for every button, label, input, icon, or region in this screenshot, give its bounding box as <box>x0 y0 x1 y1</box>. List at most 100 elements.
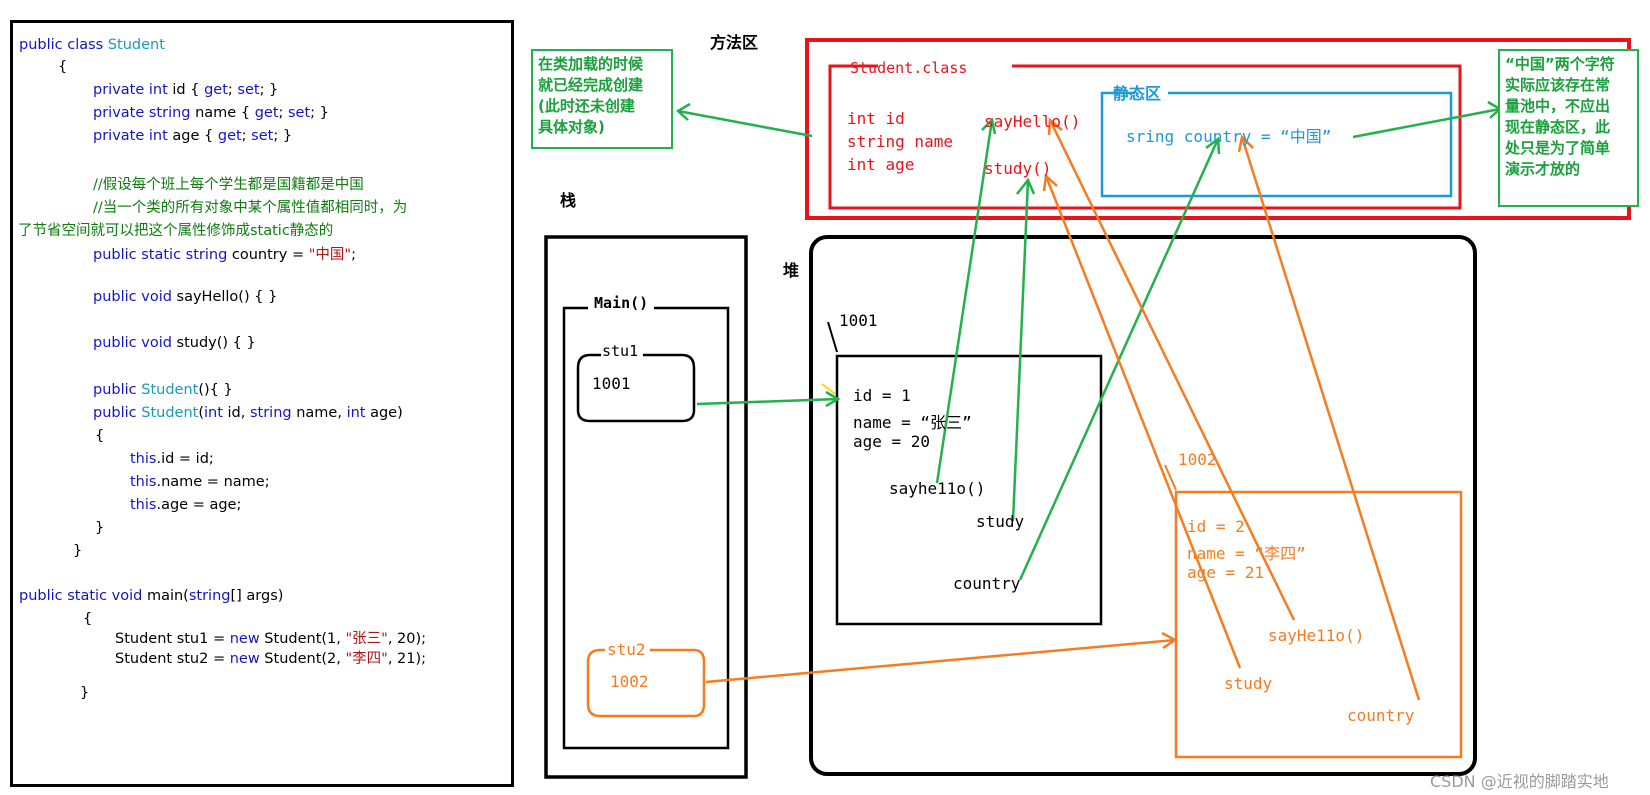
student-class-box <box>828 64 1462 210</box>
method-sayhello: sayHello() <box>984 112 1081 131</box>
arrowhead-class-note <box>675 102 691 121</box>
code-token: public void <box>93 289 177 305</box>
code-line: { <box>95 428 104 444</box>
code-token: get <box>204 82 228 98</box>
arrow-class-to-note <box>677 109 813 138</box>
object2-field-name: name = “李四” <box>1187 544 1306 563</box>
code-token: } <box>73 543 83 559</box>
code-line: public void sayHello() { } <box>93 289 277 305</box>
object1-study: study <box>976 512 1025 531</box>
code-token: //假设每个班上每个学生都是国籍都是中国 <box>93 177 364 193</box>
code-token: } <box>95 520 105 536</box>
object1-sayhello: sayhe11o() <box>889 479 986 498</box>
arrow-obj1-sayhello <box>935 119 994 484</box>
code-token: Student stu1 = <box>115 631 230 647</box>
code-token: , 21); <box>387 651 427 667</box>
code-token: this <box>130 451 157 467</box>
code-line: } <box>95 520 104 536</box>
code-token: "中国" <box>308 247 352 263</box>
arrowhead-obj2-country <box>1237 134 1254 153</box>
code-token: { <box>58 59 68 75</box>
note-line: 现在静态区，此 <box>1505 118 1611 136</box>
stu2-box <box>586 648 706 718</box>
code-token: id { <box>172 82 205 98</box>
object2-addr-tick <box>1164 464 1177 491</box>
green-arrows <box>675 100 1503 581</box>
code-token: int <box>346 405 366 421</box>
code-token: , 20); <box>387 631 427 647</box>
object2-field-id: id = 2 <box>1187 517 1245 536</box>
method-study: study() <box>984 159 1052 178</box>
code-line: //当一个类的所有对象中某个属性值都相同时，为 <box>93 196 407 217</box>
code-line: //假设每个班上每个学生都是国籍都是中国 <box>93 173 364 194</box>
code-line: public class Student <box>19 37 165 53</box>
code-token: age { <box>172 128 218 144</box>
code-token: .age = age; <box>156 497 242 513</box>
object2-country: country <box>1347 706 1415 725</box>
code-line: private string name { get; set; } <box>93 105 329 121</box>
code-token: { <box>83 611 93 627</box>
class-load-note: 在类加载的时候 就已经完成创建 (此时还未创建 具体对象) <box>531 49 673 149</box>
main-frame-box <box>562 306 730 750</box>
code-token: name { <box>195 105 255 121</box>
code-token: new <box>229 651 260 667</box>
code-token: ; <box>241 128 252 144</box>
code-token: Student(2, <box>259 651 346 667</box>
code-token: sayHello() { } <box>176 289 278 305</box>
stu1-box <box>576 353 696 423</box>
code-token: string <box>188 588 231 604</box>
code-token: ; <box>351 247 356 263</box>
code-token: private int <box>93 128 173 144</box>
heap-label: 堆 <box>783 261 800 280</box>
stu2-name: stu2 <box>606 640 647 659</box>
field-age: int age <box>847 155 915 174</box>
code-line: public static void main(string[] args) <box>19 588 283 604</box>
code-line: this.age = age; <box>130 497 241 513</box>
static-area-box <box>1100 91 1453 198</box>
code-line: private int age { get; set; } <box>93 128 292 144</box>
arrowhead-stu1 <box>825 390 841 408</box>
code-token: this <box>130 497 157 513</box>
code-token: ; <box>278 105 288 121</box>
code-token: Student stu2 = <box>115 651 230 667</box>
code-token: get <box>254 105 279 121</box>
code-token: set <box>237 82 260 98</box>
note-line: “中国”两个字符 <box>1505 55 1615 73</box>
stu1-value: 1001 <box>592 374 631 393</box>
object1-box <box>835 354 1103 626</box>
code-token: Student <box>141 405 199 421</box>
orange-arrows <box>705 117 1421 701</box>
code-token: } <box>80 685 90 701</box>
stack-box <box>544 235 748 779</box>
object2-sayhello: sayHe11o() <box>1268 626 1365 645</box>
code-token: //当一个类的所有对象中某个属性值都相同时，为 <box>93 200 408 216</box>
heap-box <box>809 235 1477 776</box>
arrowhead-obj1-sayhello <box>981 117 997 135</box>
code-token: get <box>217 128 242 144</box>
field-name: string name <box>847 132 953 151</box>
object2-box <box>1174 490 1463 759</box>
code-token: (){ } <box>198 382 233 398</box>
code-token: public static void <box>19 588 147 604</box>
note-line: 就已经完成创建 <box>538 76 644 94</box>
code-token: Student <box>107 37 165 53</box>
object2-study: study <box>1224 674 1273 693</box>
code-token: study() { } <box>176 335 256 351</box>
code-token: public <box>93 382 142 398</box>
arrow-stu1-to-obj1 <box>696 397 839 406</box>
static-field-country: sring country = “中国” <box>1126 127 1332 146</box>
object1-country: country <box>953 574 1021 593</box>
arrow-stu2-to-obj2 <box>705 638 1176 684</box>
code-line: Student stu1 = new Student(1, "张三", 20); <box>115 627 426 648</box>
code-token: name, <box>291 405 347 421</box>
stu1-name: stu1 <box>601 342 640 360</box>
code-line: { <box>58 59 67 75</box>
code-line: public void study() { } <box>93 335 256 351</box>
code-token: private int <box>93 82 173 98</box>
code-token: "张三" <box>345 631 388 647</box>
object1-address: 1001 <box>839 311 878 330</box>
code-token: .name = name; <box>156 474 270 490</box>
arrow-obj2-sayhello <box>1048 119 1296 621</box>
code-token: public void <box>93 335 177 351</box>
